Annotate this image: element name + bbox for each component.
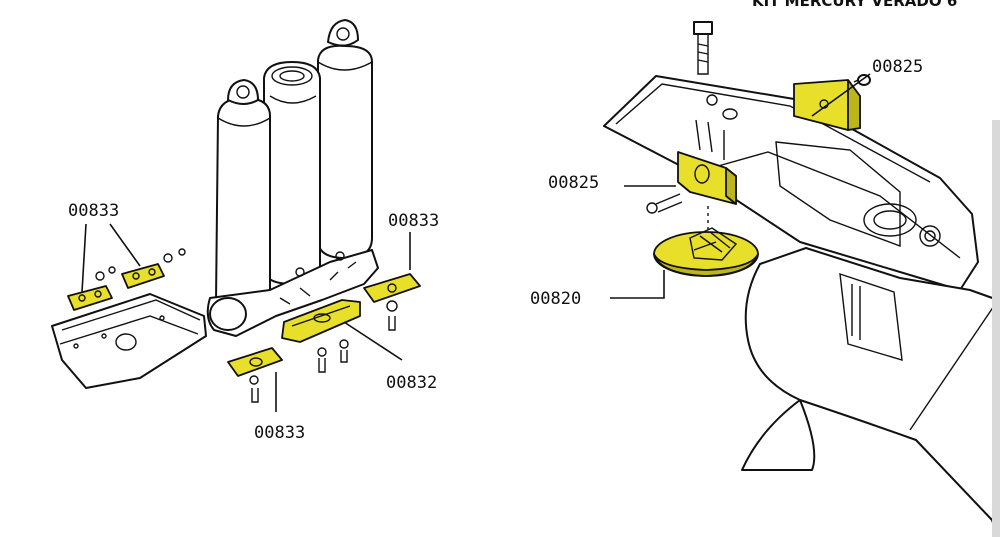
kit-header: KIT MERCURY VERADO 6 [752, 0, 957, 10]
label-00833-bottom: 00833 [254, 423, 305, 443]
anode-00820 [653, 227, 759, 277]
label-00832: 00832 [386, 373, 437, 393]
label-00825-left: 00825 [548, 173, 599, 193]
anode-00832 [281, 299, 361, 373]
label-00820: 00820 [530, 289, 581, 309]
bracket-screws [95, 248, 186, 281]
trim-tilt-unit [206, 19, 379, 337]
leader-00820 [610, 270, 665, 299]
label-00825-top: 00825 [872, 57, 923, 77]
edge-shadow [992, 120, 1000, 537]
mounting-bracket [51, 293, 207, 389]
anode-00833-bottom [227, 347, 283, 403]
anode-00825-left [677, 151, 737, 260]
anode-00833-right [363, 273, 421, 331]
leader-00825-top [811, 73, 871, 117]
bolt [693, 21, 713, 75]
anode-00833-bracket-b [121, 263, 165, 289]
leader-00833-top [81, 223, 141, 293]
label-00833-top: 00833 [68, 201, 119, 221]
anode-00833-bracket-a [67, 285, 113, 311]
screw [646, 193, 683, 214]
gearcase [603, 75, 999, 537]
leader-00832 [343, 321, 403, 361]
label-00833-right: 00833 [388, 211, 439, 231]
